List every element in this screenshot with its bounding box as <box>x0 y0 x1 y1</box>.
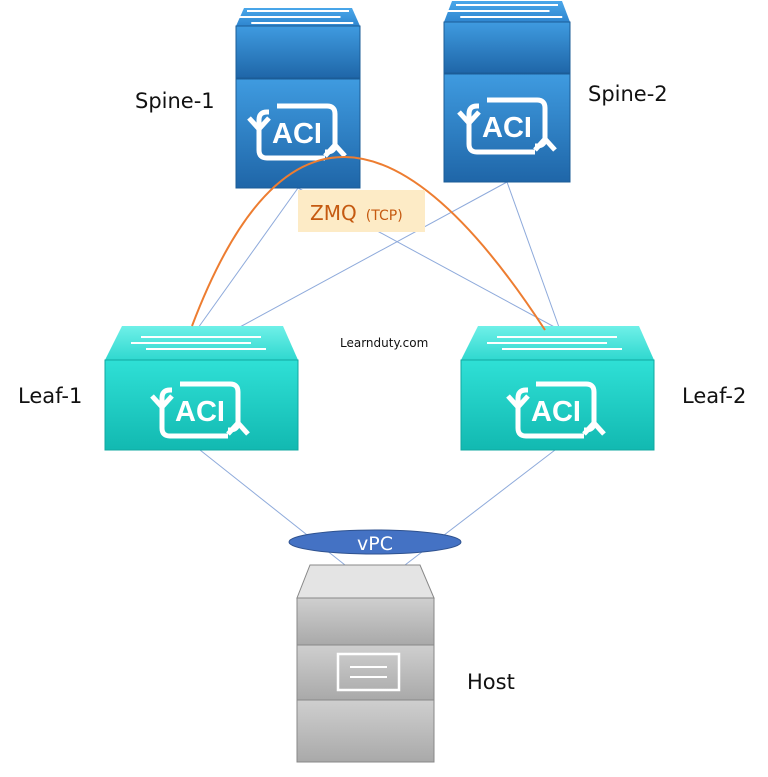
spine-2-logo: ACI <box>482 112 532 144</box>
host-server[interactable] <box>296 564 435 763</box>
spine-1-switch[interactable]: ACI <box>235 8 361 189</box>
spine-2-switch[interactable]: ACI <box>443 1 571 183</box>
vpc-label: vPC <box>357 533 393 555</box>
watermark: Learnduty.com <box>340 336 428 350</box>
leaf-1-label: Leaf-1 <box>18 384 82 408</box>
leaf-2-switch[interactable]: ACI <box>460 326 655 451</box>
leaf-1-logo: ACI <box>175 396 225 428</box>
vpc-bundle: vPC <box>288 529 462 555</box>
zmq-label-box: ZMQ (TCP) <box>298 190 425 232</box>
link-spine2-leaf2 <box>506 181 561 331</box>
leaf-2-label: Leaf-2 <box>682 384 746 408</box>
spine-2-label: Spine-2 <box>588 82 668 106</box>
host-label: Host <box>467 670 515 694</box>
link-spine2-leaf1 <box>237 181 508 329</box>
leaf-2-logo: ACI <box>531 396 581 428</box>
zmq-label: ZMQ <box>310 201 357 225</box>
spine-1-logo: ACI <box>272 118 322 150</box>
leaf-1-switch[interactable]: ACI <box>104 326 299 451</box>
svg-text:ZMQ (TCP): ZMQ (TCP) <box>310 201 403 225</box>
zmq-session-arc <box>191 156 546 331</box>
host-panel-icon <box>336 652 401 692</box>
link-spine1-leaf1 <box>197 187 299 329</box>
zmq-protocol: (TCP) <box>366 208 403 224</box>
spine-1-label: Spine-1 <box>135 89 215 113</box>
